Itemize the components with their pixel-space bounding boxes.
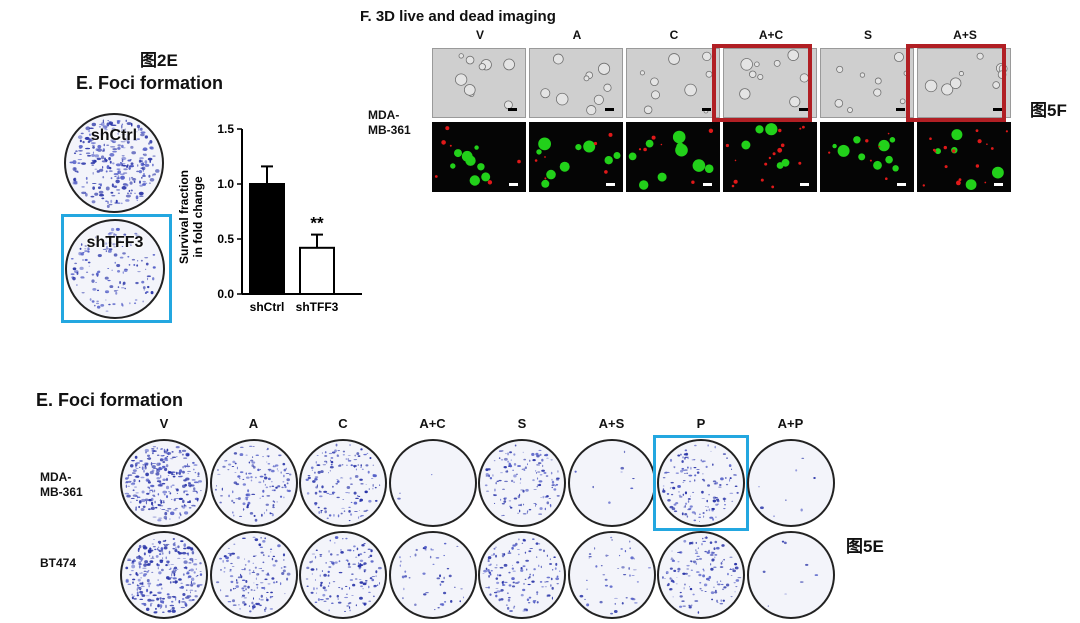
- scale-bar: [605, 108, 614, 111]
- foci-dish-mda-mb-361-p: [657, 439, 745, 527]
- column-header-v: V: [475, 28, 484, 42]
- figure-5f-row-label: MDA- MB-361: [368, 108, 411, 138]
- brightfield-image-c: [626, 48, 720, 118]
- figure-5f-title: F. 3D live and dead imaging: [360, 8, 556, 25]
- dish-label-shtff3: shTFF3: [86, 234, 144, 251]
- column-header-s: S: [863, 28, 872, 42]
- scale-bar: [509, 183, 518, 186]
- fluorescence-image-a-plus-s: [917, 122, 1011, 192]
- brightfield-image-v: [432, 48, 526, 118]
- scale-bar: [799, 108, 808, 111]
- bar-shtff3: [299, 246, 335, 296]
- column-header-a: A: [248, 416, 259, 431]
- figure-2e-title: E. Foci formation: [76, 73, 224, 93]
- column-header-s: S: [517, 416, 527, 431]
- highlight-box-mda-mb-361-p: [653, 435, 749, 531]
- foci-dish-mda-mb-361-c: [299, 439, 387, 527]
- scale-bar: [994, 183, 1003, 186]
- foci-dish-shtff3: shTFF3: [65, 219, 165, 319]
- foci-dish-bt474-a: [209, 531, 298, 619]
- scale-bar: [897, 183, 906, 186]
- foci-dish-mda-mb-361-v: [120, 439, 208, 527]
- column-header-a-plus-p: A+P: [777, 416, 804, 431]
- y-tick-label: 0.0: [217, 287, 234, 301]
- fluorescence-image-c: [626, 122, 720, 192]
- y-tick-label: 0.5: [217, 232, 234, 246]
- brightfield-image-a: [529, 48, 623, 118]
- y-tick-label: 1.0: [217, 177, 234, 191]
- row-label-line1: MDA-: [368, 108, 400, 122]
- foci-dish-mda-mb-361-a-plus-s: [567, 439, 656, 527]
- row-label-line2: MB-361: [40, 485, 83, 499]
- fluorescence-image-a: [529, 122, 623, 192]
- row-label-line1: MDA-: [40, 470, 72, 484]
- foci-dish-bt474-s: [478, 531, 566, 619]
- y-axis-label-line1: Survival fraction: [177, 170, 191, 264]
- column-header-a-plus-s: A+S: [953, 28, 977, 42]
- x-tick-label-shtff3: shTFF3: [296, 300, 339, 314]
- row-label-bt474: BT474: [40, 556, 76, 571]
- survival-fraction-bar-chart: Survival fraction in fold change 0.0 0.5 1…: [177, 122, 362, 314]
- row-label-mda-mb-361: MDA- MB-361: [40, 470, 83, 500]
- column-header-c: C: [338, 416, 348, 431]
- figure-2e-tag: 图2E: [140, 51, 178, 70]
- fluorescence-image-s: [820, 122, 914, 192]
- x-tick-label-shctrl: shCtrl: [250, 300, 285, 314]
- brightfield-image-a-plus-s: [917, 48, 1011, 118]
- dish-label-shctrl: shCtrl: [90, 127, 138, 144]
- foci-dish-bt474-a-plus-p: [746, 531, 835, 619]
- brightfield-image-a-plus-c: [723, 48, 817, 118]
- scale-bar: [896, 108, 905, 111]
- scale-bar: [508, 108, 517, 111]
- figure-5e-tag: 图5E: [846, 537, 884, 556]
- scale-bar: [993, 108, 1002, 111]
- highlight-box-a-plus-s: [906, 44, 1006, 122]
- foci-dish-mda-mb-361-a-plus-p: [746, 439, 835, 527]
- scale-bar: [703, 183, 712, 186]
- scale-bar: [702, 108, 711, 111]
- foci-dish-bt474-a-plus-s: [567, 531, 656, 619]
- foci-dish-mda-mb-361-a-plus-c: [388, 439, 477, 527]
- y-axis-label-line2: in fold change: [191, 176, 205, 258]
- column-header-c: C: [669, 28, 679, 42]
- foci-dish-bt474-v: [120, 531, 208, 619]
- fluorescence-image-v: [432, 122, 526, 192]
- column-header-a: A: [572, 28, 582, 42]
- row-label-line2: MB-361: [368, 123, 411, 137]
- foci-dish-shctrl: shCtrl: [64, 113, 164, 213]
- column-header-v: V: [159, 416, 169, 431]
- figure-5f-tag: 图5F: [1030, 101, 1067, 120]
- foci-dish-mda-mb-361-s: [478, 439, 566, 527]
- significance-annotation: **: [310, 214, 324, 233]
- foci-dish-bt474-c: [299, 531, 387, 619]
- column-header-a-plus-c: A+C: [758, 28, 784, 42]
- y-tick-label: 1.5: [217, 122, 234, 136]
- column-header-a-plus-c: A+C: [419, 416, 446, 431]
- figure-5e-title: E. Foci formation: [36, 390, 184, 410]
- foci-dish-mda-mb-361-a: [209, 439, 298, 527]
- foci-dish-bt474-a-plus-c: [388, 531, 477, 619]
- foci-dish-bt474-p: [657, 531, 745, 619]
- y-axis-label: Survival fraction in fold change: [177, 170, 205, 264]
- row-label-line1: BT474: [40, 556, 77, 570]
- column-header-a-plus-s: A+S: [598, 416, 625, 431]
- scale-bar: [606, 183, 615, 186]
- brightfield-image-s: [820, 48, 914, 118]
- bar-shctrl: [249, 183, 285, 295]
- highlight-box-a-plus-c: [712, 44, 812, 122]
- column-header-p: P: [696, 416, 706, 431]
- fluorescence-image-a-plus-c: [723, 122, 817, 192]
- shtff3-highlight-box: [61, 214, 172, 323]
- scale-bar: [800, 183, 809, 186]
